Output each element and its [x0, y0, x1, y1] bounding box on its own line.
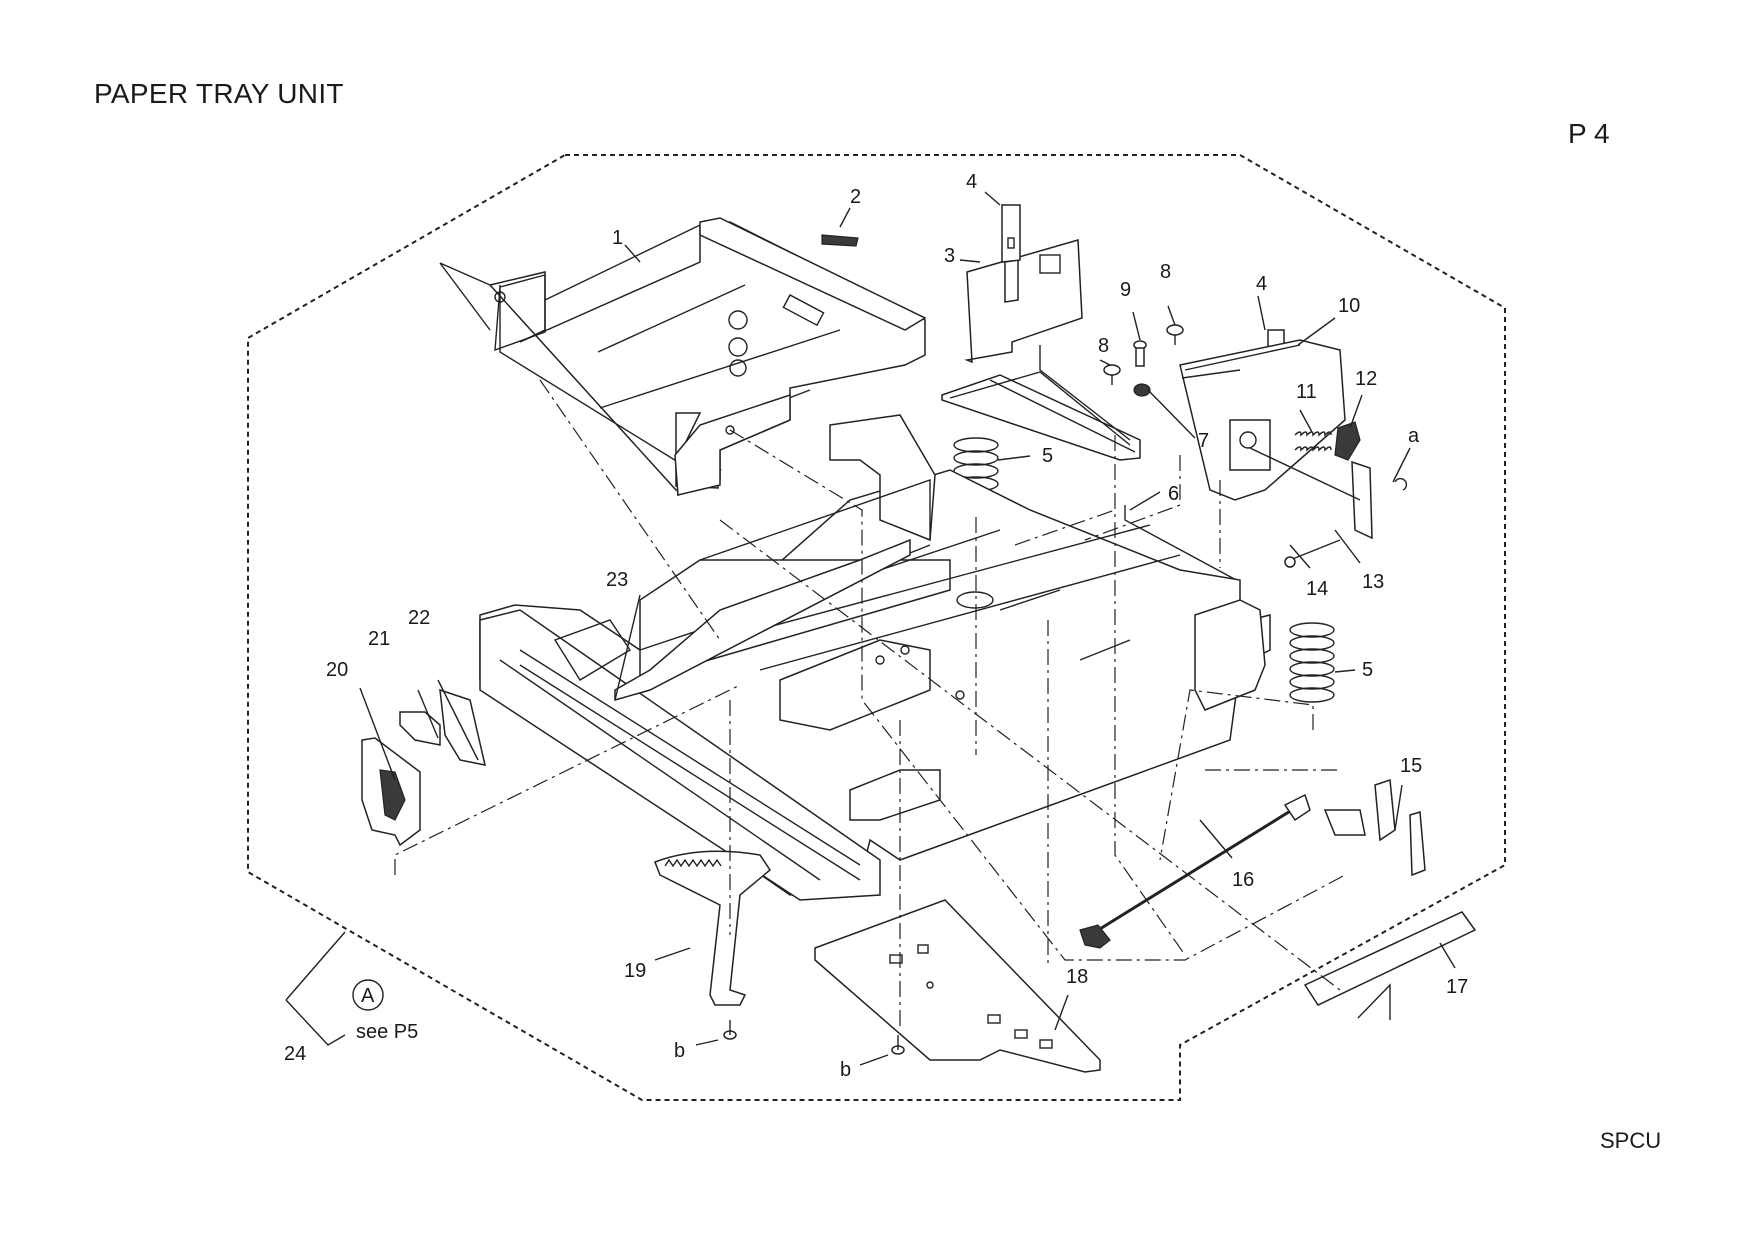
callout-23: 23	[606, 569, 628, 591]
callout-12: 12	[1355, 368, 1377, 390]
part-11-spring	[1294, 431, 1332, 452]
part-4-lever-left	[1001, 204, 1021, 263]
callout-19: 19	[624, 960, 646, 982]
part-15-cap	[1374, 778, 1426, 877]
part-2-pad	[821, 234, 859, 247]
callout-3: 3	[944, 245, 955, 267]
part-9-pin	[1133, 340, 1147, 367]
part-23-side-panel	[614, 538, 911, 701]
callout-b-left: b	[674, 1040, 685, 1062]
part-8-screw-left	[1103, 364, 1121, 385]
part-1-top-plate	[439, 217, 927, 497]
callout-labels: 1 2 3 4 4 5 5 6 7 8 8 9 10 11 12 a 13 14…	[284, 171, 1468, 1081]
footer-code: SPCU	[1600, 1128, 1662, 1153]
assembly-lines	[394, 379, 1346, 1030]
callout-21: 21	[368, 628, 390, 650]
callout-10: 10	[1338, 295, 1360, 317]
callout-4-left: 4	[966, 171, 977, 193]
page-number: P 4	[1568, 118, 1610, 149]
part-13-plate	[1249, 447, 1373, 540]
part-20-guide	[361, 737, 421, 847]
callout-6: 6	[1168, 483, 1179, 505]
part-12-knob	[1334, 421, 1361, 461]
reference-note: see P5	[356, 1021, 418, 1043]
part-19-sector-gear	[654, 850, 771, 1006]
callout-20: 20	[326, 659, 348, 681]
part-8-screw-right	[1166, 324, 1184, 345]
part-14-pin	[1284, 539, 1341, 568]
callout-5-upper: 5	[1042, 445, 1053, 467]
screw-b-left	[723, 1020, 737, 1040]
callout-13: 13	[1362, 571, 1384, 593]
callout-17: 17	[1446, 976, 1468, 998]
callout-a: a	[1408, 425, 1420, 447]
reference-circle	[352, 979, 384, 1011]
unit-boundary	[247, 154, 1506, 1101]
screw-b-right	[891, 1035, 905, 1055]
part-6-rod	[1124, 505, 1241, 583]
main-tray	[479, 414, 1271, 901]
page-title: PAPER TRAY UNIT	[94, 78, 344, 109]
reference-circle-label: A	[361, 985, 375, 1007]
callout-8-right: 8	[1160, 261, 1171, 283]
part-18-bottom-plate	[814, 899, 1101, 1073]
part-10-bracket	[1179, 339, 1346, 501]
callout-7: 7	[1198, 430, 1209, 452]
callout-8-left: 8	[1098, 335, 1109, 357]
part-a-clip	[1394, 477, 1408, 491]
callout-15: 15	[1400, 755, 1422, 777]
callout-2: 2	[850, 186, 861, 208]
callout-14: 14	[1306, 578, 1328, 600]
callout-16: 16	[1232, 869, 1254, 891]
part-16-shaft	[1079, 793, 1366, 949]
callout-5-lower: 5	[1362, 659, 1373, 681]
callout-4-right: 4	[1256, 273, 1267, 295]
callout-9: 9	[1120, 279, 1131, 301]
part-7-gear	[1133, 383, 1151, 397]
callout-11: 11	[1296, 381, 1317, 403]
part-5-spring-lower	[1289, 622, 1335, 703]
reference-a: A see P5	[352, 979, 418, 1043]
callout-22: 22	[408, 607, 430, 629]
leader-lines	[285, 191, 1456, 1066]
callout-b-right: b	[840, 1059, 851, 1081]
part-17-sheet	[1303, 911, 1477, 1006]
callout-24: 24	[284, 1043, 306, 1065]
callout-1: 1	[612, 227, 623, 249]
part-3-side-guide	[941, 239, 1141, 461]
callout-18: 18	[1066, 966, 1088, 988]
